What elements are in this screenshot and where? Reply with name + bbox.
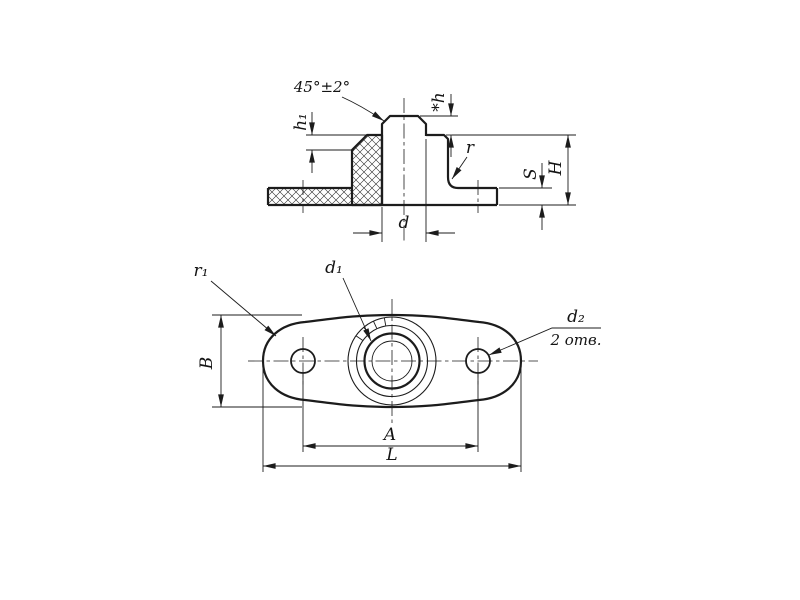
plan-dimensions <box>210 277 601 472</box>
label-height-h: H <box>546 159 566 176</box>
label-d1: d₁ <box>325 258 343 278</box>
label-fillet-r: r <box>466 138 475 158</box>
label-d2: d₂ <box>567 307 585 327</box>
plan-centerlines <box>248 299 538 425</box>
section-dimensions <box>306 94 576 242</box>
label-width-b: B <box>197 357 217 371</box>
section-outline <box>266 114 499 207</box>
label-spacing-a: A <box>382 425 396 445</box>
label-thickness-s: S <box>521 168 541 180</box>
label-h1: h₁ <box>291 113 311 131</box>
fillet-leader <box>451 156 468 180</box>
boss-outline <box>426 133 459 190</box>
label-bore-d: d <box>399 213 410 233</box>
chamfer-ticks <box>355 317 387 341</box>
plate-outline <box>261 313 523 409</box>
sleeve-outline <box>380 114 428 205</box>
label-chamfer-angle: 45°±2° <box>293 78 350 96</box>
plan-view: r₁ d₁ d₂ 2 отв. B A L <box>194 258 602 472</box>
rubber-insert-hatch <box>269 133 384 207</box>
label-r1: r₁ <box>194 261 209 281</box>
d1-leader <box>342 277 372 342</box>
label-length-l: L <box>385 445 397 465</box>
label-holes-count: 2 отв. <box>549 331 601 349</box>
r1-leader <box>210 280 277 337</box>
label-h-star: *h <box>429 92 449 111</box>
chamfer-leader <box>341 96 385 122</box>
d2-leader <box>488 327 601 356</box>
section-centerlines <box>302 98 479 244</box>
section-view: 45°±2° h₁ *h r S H d <box>266 78 576 244</box>
